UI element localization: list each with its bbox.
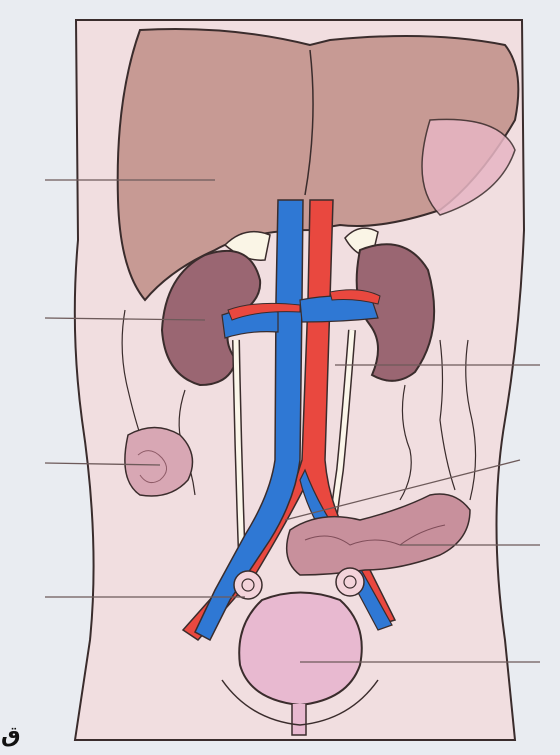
corner-label: ق bbox=[1, 724, 21, 748]
left-coil bbox=[234, 571, 262, 599]
left-small-organ bbox=[125, 428, 193, 497]
right-coil bbox=[336, 568, 364, 596]
bladder bbox=[239, 593, 362, 706]
urethra bbox=[292, 704, 306, 735]
